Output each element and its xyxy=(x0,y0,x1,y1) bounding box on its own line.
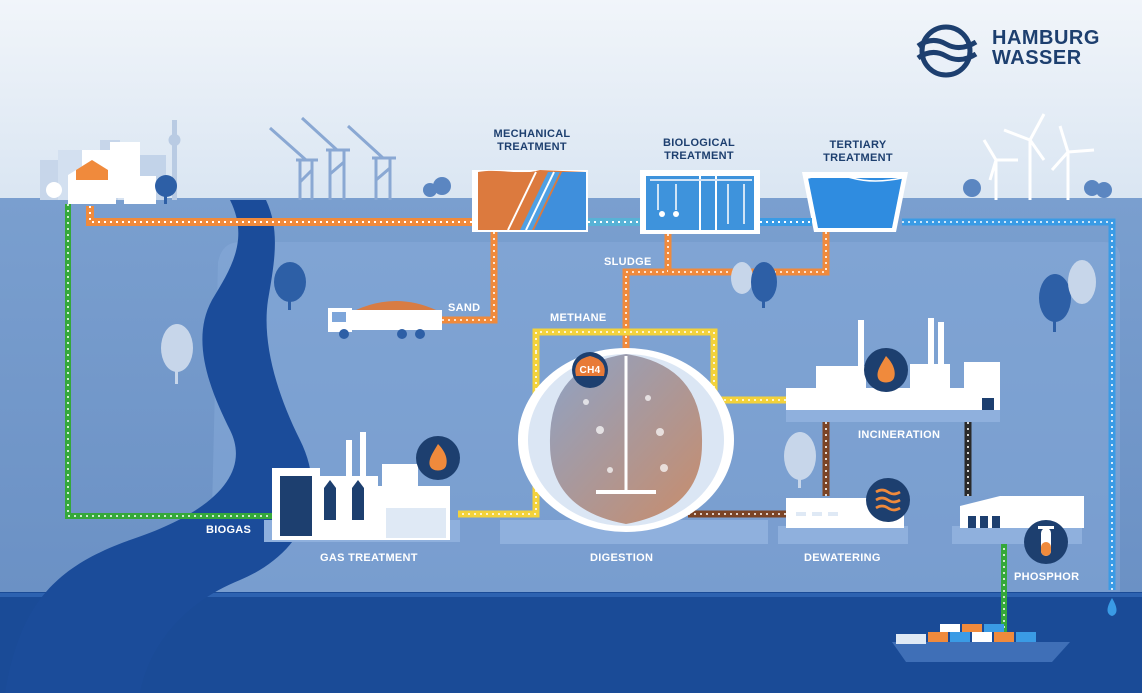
brand-name-line2: WASSER xyxy=(992,47,1082,69)
label-line: TREATMENT xyxy=(497,141,567,153)
incineration-plant xyxy=(786,318,1000,422)
wastewater-flow xyxy=(86,206,830,350)
ship-icon xyxy=(892,624,1070,662)
methane-badge-icon xyxy=(572,352,608,388)
gas-treatment-label: GAS TREATMENT xyxy=(320,552,418,564)
label-line: MECHANICAL xyxy=(493,128,571,140)
brand-name-line1: HAMBURG xyxy=(992,27,1100,49)
label-line: TERTIARY xyxy=(829,139,887,151)
label-line: TREATMENT xyxy=(823,152,893,164)
river xyxy=(5,200,312,693)
tertiary-treatment-tank xyxy=(802,172,908,232)
flame-icon xyxy=(416,436,460,480)
dewatering-label: DEWATERING xyxy=(804,552,881,564)
label-line: BIOLOGICAL xyxy=(662,137,736,149)
label-line: TREATMENT xyxy=(664,150,734,162)
mechanical-treatment-label: MECHANICAL TREATMENT xyxy=(478,128,586,154)
tree-icon xyxy=(423,177,1112,198)
biogas-label: BIOGAS xyxy=(206,524,252,536)
flame-icon xyxy=(864,348,908,392)
methane-badge-text: CH4 xyxy=(579,365,601,376)
tree-icon xyxy=(161,260,1096,488)
crane-icon xyxy=(269,116,396,200)
test-tube-icon xyxy=(1024,520,1068,564)
digestion-label: DIGESTION xyxy=(590,552,654,564)
phosphor-label: PHOSPHOR xyxy=(1014,571,1080,583)
methane-label: METHANE xyxy=(550,312,607,324)
wave-logo-icon xyxy=(916,24,978,78)
truck-icon xyxy=(328,301,442,339)
brand-logo: HAMBURG WASSER xyxy=(916,22,1116,80)
water-drop-icon xyxy=(1107,598,1117,616)
biogas-flow xyxy=(65,204,1007,632)
heat-waves-icon xyxy=(866,478,910,522)
sand-label: SAND xyxy=(448,302,481,314)
dewatering-flow xyxy=(688,410,972,518)
tertiary-treatment-label: TERTIARY TREATMENT xyxy=(806,139,910,165)
sludge-label: SLUDGE xyxy=(604,256,652,268)
biological-treatment-label: BIOLOGICAL TREATMENT xyxy=(644,137,754,163)
biological-treatment-tank xyxy=(640,170,760,234)
mechanical-treatment-tank xyxy=(472,170,588,232)
wind-turbine-icon xyxy=(982,113,1095,200)
gas-treatment-plant xyxy=(264,432,460,542)
digestion-tank xyxy=(500,348,768,544)
treated-flow xyxy=(588,218,1116,590)
city-skyline xyxy=(40,120,181,204)
incineration-label: INCINERATION xyxy=(858,429,941,441)
